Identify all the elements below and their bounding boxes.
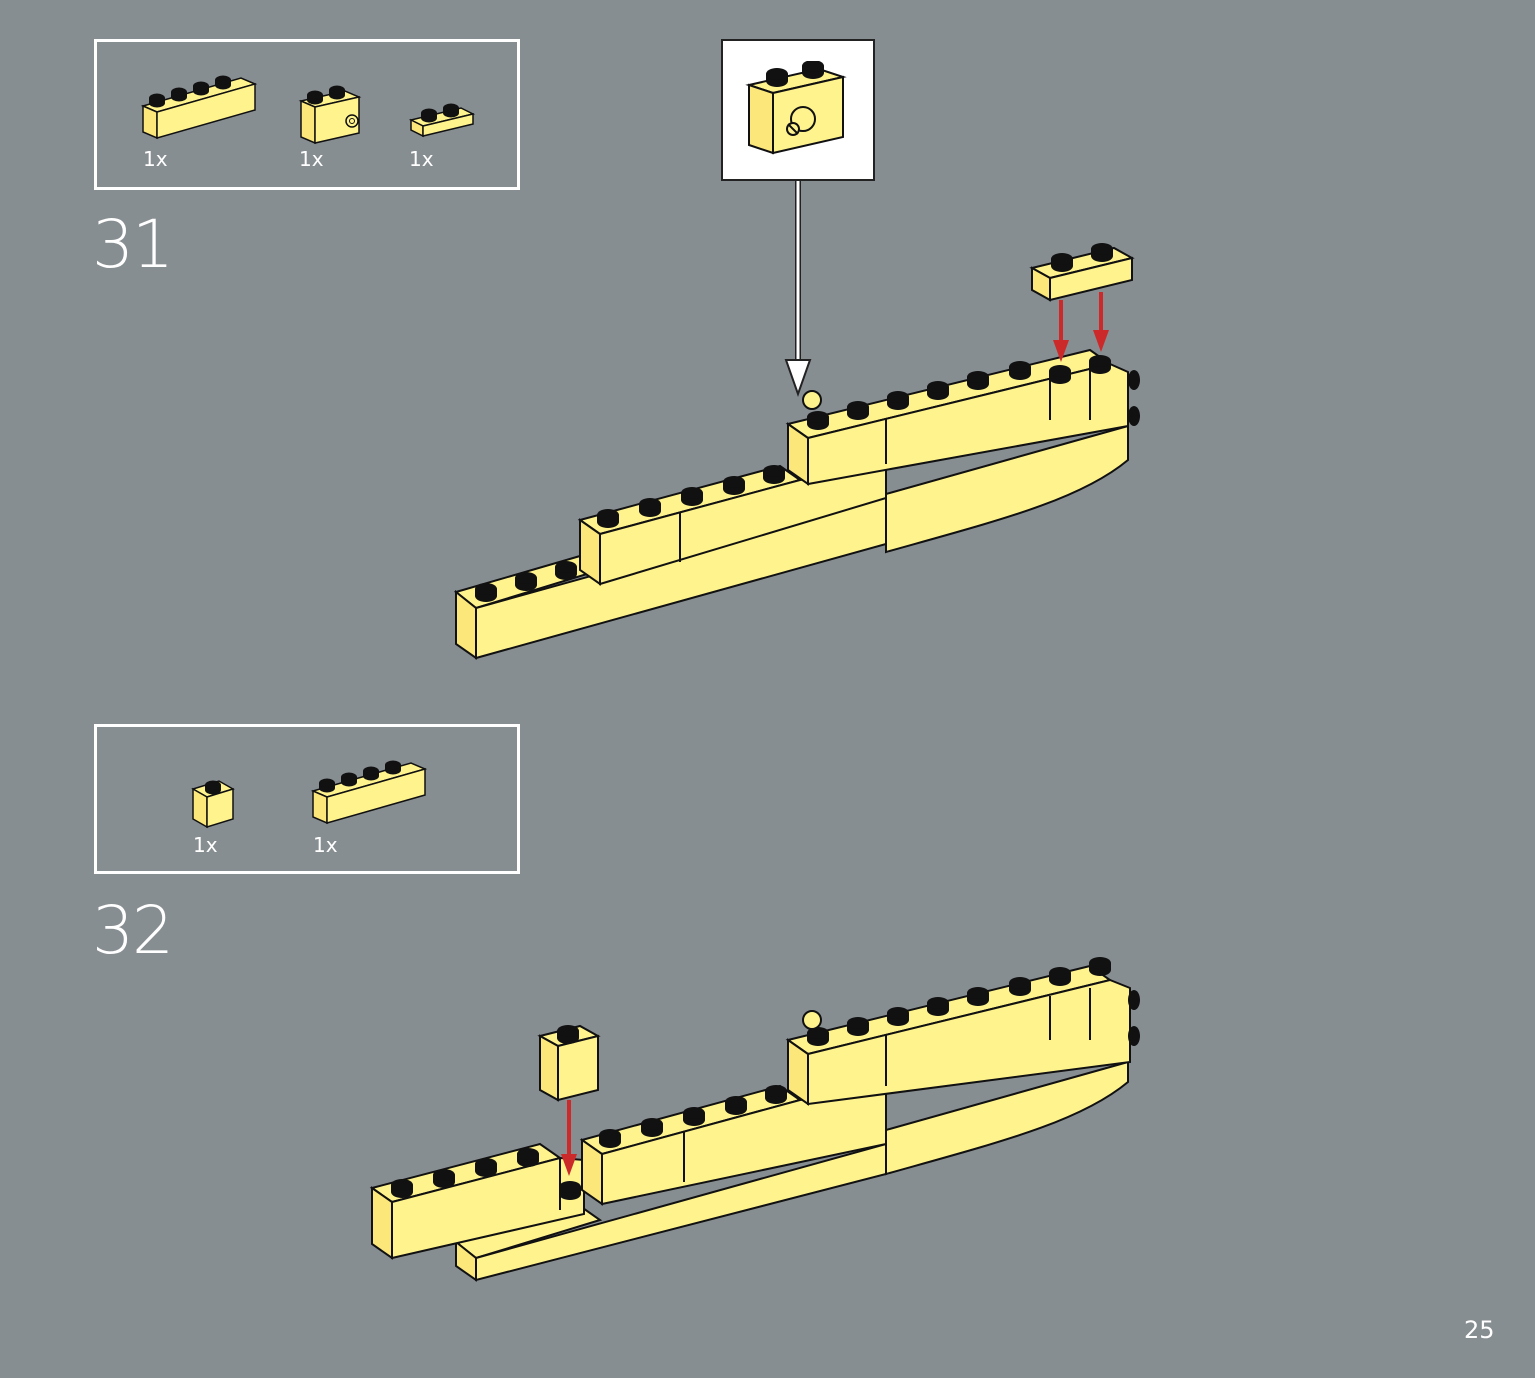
- part-qty: 1x: [193, 833, 218, 857]
- brick-1x1-icon: [191, 780, 235, 829]
- parts-list-step-32: 1x 1x: [94, 724, 520, 874]
- red-arrow-icon: [1053, 300, 1069, 362]
- brick-1x4-icon: [310, 760, 428, 825]
- parts-list-step-31: 1x 1x 1x: [94, 39, 520, 190]
- part-qty: 1x: [409, 147, 434, 171]
- step-number: 32: [92, 892, 174, 969]
- red-arrow-icon: [561, 1100, 577, 1176]
- step-number: 31: [92, 206, 174, 283]
- red-arrow-icon: [1093, 292, 1109, 352]
- brick-1x4-icon: [140, 75, 258, 140]
- down-arrow-icon: [784, 181, 812, 398]
- page-number: 25: [1464, 1316, 1495, 1344]
- callout-box: [721, 39, 875, 181]
- brick-1x2-with-pin-icon: [745, 61, 847, 155]
- part-qty: 1x: [299, 147, 324, 171]
- part-qty: 1x: [313, 833, 338, 857]
- part-qty: 1x: [143, 147, 168, 171]
- plate-1x2-icon: [408, 103, 476, 138]
- brick-1x2-with-pin-icon: [298, 85, 362, 145]
